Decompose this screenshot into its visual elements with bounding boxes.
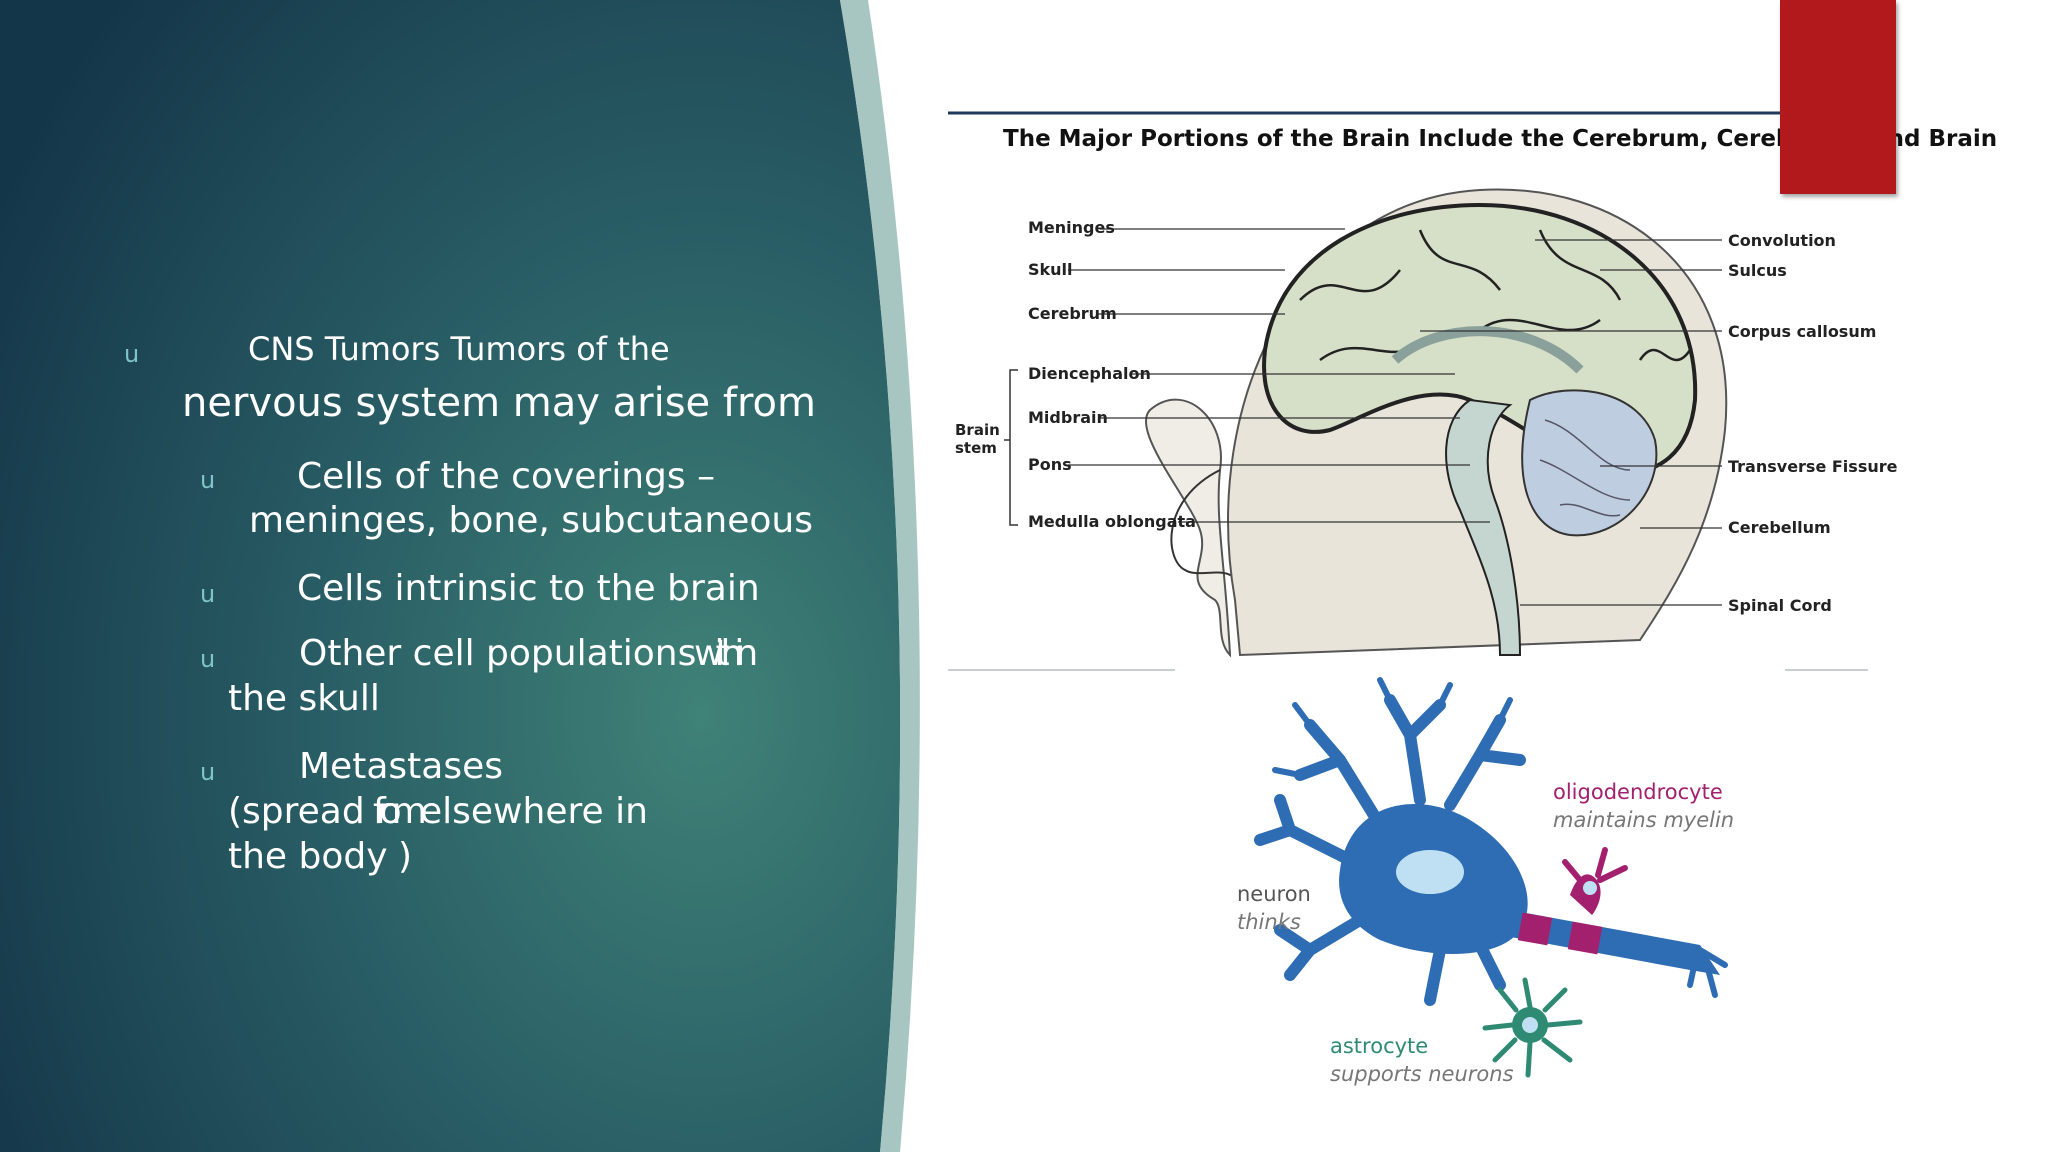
label-brain-stem-1: Brain <box>955 421 1000 439</box>
label-oligodendrocyte: oligodendrocyte <box>1553 780 1723 804</box>
bullet-2-line-2: meninges, bone, subcutaneous <box>249 500 813 541</box>
label-cerebrum: Cerebrum <box>1028 304 1117 323</box>
bullet-2-line-1: Cells of the coverings – <box>297 456 716 497</box>
accent-red-tab <box>1780 0 1896 194</box>
bullet-4-line-2: the skull <box>228 678 380 719</box>
bullet-marker: u <box>124 340 140 368</box>
label-medulla-oblongata: Medulla oblongata <box>1028 512 1196 531</box>
bullet-marker: u <box>200 645 216 673</box>
label-corpus-callosum: Corpus callosum <box>1728 322 1877 341</box>
bullet-3-line-1: Cells intrinsic to the brain <box>297 568 760 609</box>
label-astrocyte-role: supports neurons <box>1330 1062 1514 1086</box>
label-oligodendrocyte-role: maintains myelin <box>1553 808 1735 832</box>
bullet-marker: u <box>200 580 216 608</box>
bullet-1-line-2: nervous system may arise from <box>182 380 816 426</box>
label-brain-stem-2: stem <box>955 439 997 457</box>
label-pons: Pons <box>1028 455 1072 474</box>
bullet-5-line-2a: (spread <box>228 791 365 832</box>
bullet-marker: u <box>200 758 216 786</box>
bullet-5-line-2c: elsewhere in <box>420 791 648 832</box>
label-cerebellum: Cerebellum <box>1728 518 1831 537</box>
bullet-5-line-3: the body <box>228 836 388 877</box>
label-diencephalon: Diencephalon <box>1028 364 1151 383</box>
label-convolution: Convolution <box>1728 231 1836 250</box>
bullet-4-line-1b: within <box>694 633 758 674</box>
label-transverse-fissure: Transverse Fissure <box>1728 457 1898 476</box>
bullet-4-line-1: Other cell populations <box>299 633 697 674</box>
bullet-marker: u <box>200 466 216 494</box>
label-neuron: neuron <box>1237 882 1311 906</box>
label-astrocyte: astrocyte <box>1330 1034 1429 1058</box>
label-spinal-cord: Spinal Cord <box>1728 596 1832 615</box>
bullet-5-line-1: Metastases <box>299 746 503 787</box>
label-skull: Skull <box>1028 260 1073 279</box>
bullet-5-line-3b: ) <box>398 836 413 877</box>
bullet-1-line-1: CNS Tumors Tumors of the <box>248 330 670 368</box>
label-neuron-role: thinks <box>1237 910 1301 934</box>
label-meninges: Meninges <box>1028 218 1115 237</box>
label-midbrain: Midbrain <box>1028 408 1108 427</box>
bullet-list: u CNS Tumors Tumors of the nervous syste… <box>0 0 900 1152</box>
label-sulcus: Sulcus <box>1728 261 1787 280</box>
